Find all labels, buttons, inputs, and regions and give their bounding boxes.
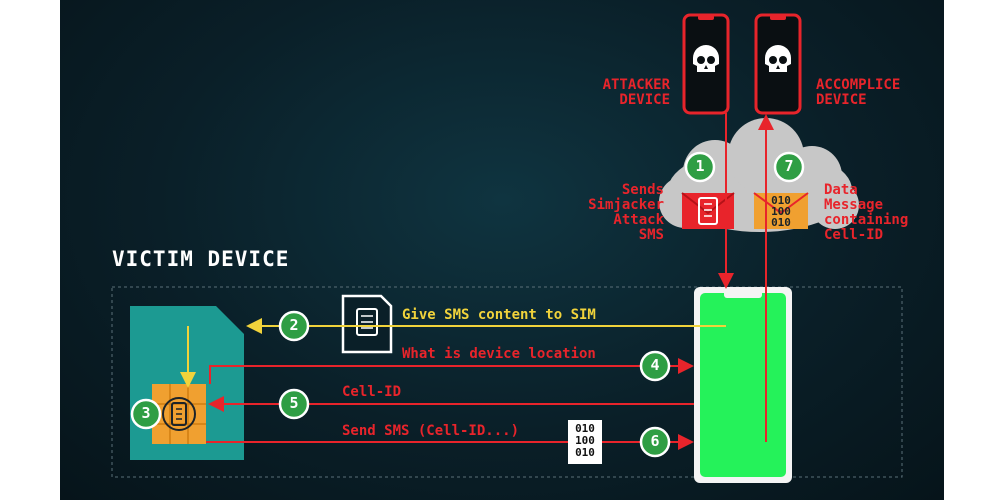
step-7-badge: [773, 151, 805, 183]
step-3-number: 3: [141, 404, 151, 422]
step5-label: Cell-ID: [342, 384, 402, 400]
step-2-number: 2: [289, 316, 299, 334]
binary-line: 010: [575, 446, 595, 459]
send-sms-binary: 010 100 010: [568, 423, 602, 459]
binary-line: 010: [575, 422, 595, 435]
step6-label: Send SMS (Cell-ID...): [342, 423, 520, 439]
victim-device-title: VICTIM DEVICE: [112, 247, 290, 271]
binary-line: 010: [771, 216, 791, 229]
step-4-badge: [639, 350, 671, 382]
step-1-number: 1: [695, 157, 705, 175]
sim-outline-icon: [341, 294, 393, 354]
step-4-number: 4: [650, 356, 660, 374]
data-message-envelope-icon: [753, 192, 809, 229]
step-6-number: 6: [650, 432, 660, 450]
binary-line: 010: [771, 194, 791, 207]
skull-icon: [693, 45, 719, 75]
victim-phone-icon: [694, 287, 792, 483]
accomplice-device-label: ACCOMPLICE DEVICE: [816, 77, 901, 108]
location-request-arrow: [209, 358, 694, 384]
step-7-number: 7: [784, 157, 794, 175]
step-1-badge: [684, 151, 716, 183]
victim-device-frame: [111, 286, 903, 478]
diagram-canvas: [111, 13, 903, 483]
attacker-device-label: ATTACKER DEVICE: [602, 77, 670, 108]
step7-description: Data Message containing Cell-ID: [824, 182, 909, 243]
binary-data-box: [568, 420, 602, 464]
step-5-badge: [278, 388, 310, 420]
diagram-stage: VICTIM DEVICE ATTACKER DEVICE ACCOMPLICE…: [60, 0, 944, 500]
envelope-binary: 010 100 010: [766, 195, 796, 228]
step-2-badge: [278, 310, 310, 342]
binary-line: 100: [771, 205, 791, 218]
step4-label: What is device location: [402, 346, 596, 362]
step-3-badge: [130, 398, 162, 430]
step-6-badge: [639, 426, 671, 458]
step-5-number: 5: [289, 394, 299, 412]
binary-line: 100: [575, 434, 595, 447]
skull-icon: [765, 45, 791, 75]
step1-description: Sends Simjacker Attack SMS: [588, 182, 664, 243]
step2-label: Give SMS content to SIM: [402, 307, 596, 323]
